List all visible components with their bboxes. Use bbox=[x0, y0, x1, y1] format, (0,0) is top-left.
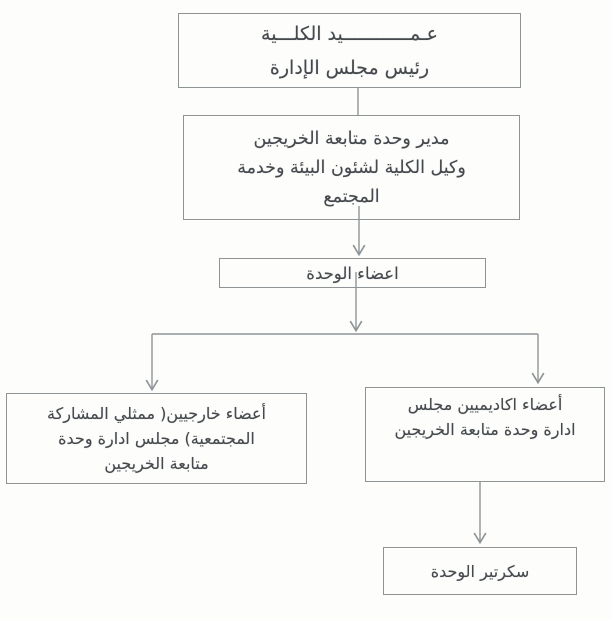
node-dean-line2: رئيس مجلس الإدارة bbox=[269, 56, 430, 79]
node-unit-secretary: سكرتير الوحدة bbox=[383, 547, 577, 595]
node-external-line3: متابعة الخريجين bbox=[104, 454, 209, 473]
node-academic-members: أعضاء اكاديميين مجلس ادارة وحدة متابعة ا… bbox=[365, 387, 605, 482]
node-unit-director: مدير وحدة متابعة الخريجين وكيل الكلية لش… bbox=[183, 115, 520, 220]
node-director-line3: المجتمع bbox=[323, 186, 380, 207]
node-director-line1: مدير وحدة متابعة الخريجين bbox=[253, 128, 450, 149]
node-academic-line1: أعضاء اكاديميين مجلس bbox=[407, 395, 563, 414]
node-members-line1: اعضاء الوحدة bbox=[306, 263, 399, 283]
node-secretary-line1: سكرتير الوحدة bbox=[430, 561, 530, 581]
node-director-line2: وكيل الكلية لشئون البيئة وخدمة bbox=[237, 157, 466, 178]
node-external-members: أعضاء خارجيين( ممثلي المشاركة المجتمعية)… bbox=[6, 393, 307, 484]
node-external-line1: أعضاء خارجيين( ممثلي المشاركة bbox=[47, 404, 266, 423]
node-unit-members: اعضاء الوحدة bbox=[219, 258, 486, 288]
node-external-line2: المجتمعية) مجلس ادارة وحدة bbox=[58, 429, 255, 448]
node-dean-chairman: عـمــــــــــــيد الكلـــية رئيس مجلس ال… bbox=[178, 13, 521, 88]
node-dean-line1: عـمــــــــــــيد الكلـــية bbox=[261, 22, 438, 45]
node-academic-line2: ادارة وحدة متابعة الخريجين bbox=[394, 420, 576, 439]
